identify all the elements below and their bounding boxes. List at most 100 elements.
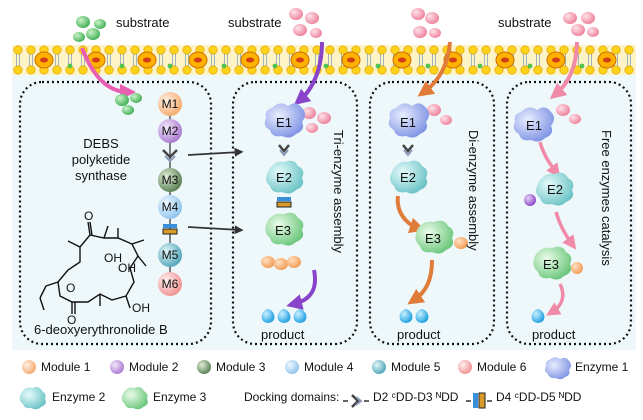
compare-arrow-2 xyxy=(187,225,244,235)
di-arrow-2 xyxy=(407,259,434,305)
tri-enzyme-e1: E1 xyxy=(264,103,305,138)
lipid-head xyxy=(364,65,374,75)
lipid-tail xyxy=(367,60,371,66)
substrate-label-3: substrate xyxy=(498,15,551,30)
lipid-tail xyxy=(588,60,592,66)
membrane-particle xyxy=(375,63,381,69)
structure-o-ring: O xyxy=(66,281,75,295)
module-m4: M4 xyxy=(158,195,182,219)
lipid-tail xyxy=(523,54,527,60)
lipid-head xyxy=(156,45,166,55)
free-enzyme-e2: E2 xyxy=(536,172,574,206)
membrane-particle xyxy=(579,63,585,69)
tri-product-arrow xyxy=(286,269,317,310)
tri-docking-d2-d3 xyxy=(278,144,290,157)
free-enzyme-e3: E3 xyxy=(533,246,572,280)
import-arrow-4 xyxy=(549,41,579,100)
svg-text:M1: M1 xyxy=(162,97,179,111)
lipid-tail xyxy=(55,54,59,60)
legend-module-4: Module 4 xyxy=(285,360,354,374)
membrane-particle xyxy=(119,63,125,69)
lipid-head xyxy=(559,45,569,55)
debs-label-line3: synthase xyxy=(75,168,127,183)
tri-enzyme-panel xyxy=(231,80,359,346)
svg-text:E1: E1 xyxy=(276,115,292,130)
lipid-tail xyxy=(237,54,241,60)
membrane-particle xyxy=(477,63,483,69)
tri-intermediates xyxy=(261,256,301,270)
transporter-core xyxy=(501,57,509,63)
lipid-head xyxy=(286,65,296,75)
legend-dock-d2-d3-icon xyxy=(343,394,369,408)
lipid-head xyxy=(13,45,23,55)
di-product-label: product xyxy=(397,327,441,342)
debs-panel xyxy=(18,80,213,346)
lipid-tail xyxy=(29,60,33,66)
lipid-head xyxy=(182,65,192,75)
structure-oh-3: OH xyxy=(132,301,150,315)
intracellular-green xyxy=(115,93,142,115)
final-product-label: 6-deoxyerythronolide B xyxy=(34,322,168,337)
lipid-head xyxy=(520,45,530,55)
lipid-head xyxy=(338,45,348,55)
di-intermediate xyxy=(454,237,468,249)
lipid-tail xyxy=(536,60,540,66)
tri-product-label: product xyxy=(261,327,305,342)
membrane-particle xyxy=(527,63,533,69)
transporter-core xyxy=(603,57,611,63)
legend-module-2: Module 2 xyxy=(110,360,179,374)
lipid-tail xyxy=(172,60,176,66)
lipid-tail xyxy=(588,54,592,60)
svg-text:M2: M2 xyxy=(162,124,179,138)
transporter-core xyxy=(194,57,202,63)
di-enzyme-e3: E3 xyxy=(415,220,454,254)
structure-oh-1: OH xyxy=(104,251,122,265)
lipid-tail xyxy=(484,60,488,66)
svg-text:E1: E1 xyxy=(400,115,416,130)
lipid-head xyxy=(429,45,439,55)
lipid-tail xyxy=(432,54,436,60)
lipid-tail xyxy=(419,54,423,60)
svg-text:Enzyme 1: Enzyme 1 xyxy=(575,360,629,374)
legend-enzyme-3: Enzyme 3 xyxy=(121,387,207,410)
lipid-head xyxy=(559,65,569,75)
lipid-tail xyxy=(627,60,631,66)
membrane-particle xyxy=(221,63,227,69)
lipid-tail xyxy=(211,60,215,66)
transporter-core xyxy=(347,57,355,63)
svg-text:E1: E1 xyxy=(526,118,542,133)
svg-text:Enzyme 2: Enzyme 2 xyxy=(52,390,106,404)
tri-docking-d4-d5 xyxy=(276,197,292,208)
cell-membrane xyxy=(12,45,636,75)
lipid-tail xyxy=(133,54,137,60)
lipid-head xyxy=(234,45,244,55)
lipid-head xyxy=(481,45,491,55)
transporter-core xyxy=(92,57,100,63)
lipid-tail xyxy=(276,54,280,60)
free-arrow-2 xyxy=(554,211,577,250)
free-enzymes-catalysis-label: Free enzymes catalysis xyxy=(599,130,614,266)
lipid-tail xyxy=(471,60,475,66)
svg-text:Module 3: Module 3 xyxy=(216,360,266,374)
lipid-tail xyxy=(107,60,111,66)
di-enzyme-e2: E2 xyxy=(390,160,428,194)
di-enzyme-e1: E1 xyxy=(388,103,429,138)
lipid-head xyxy=(221,45,231,55)
svg-text:E2: E2 xyxy=(400,170,416,185)
legend-module-3: Module 3 xyxy=(197,360,266,374)
substrate-label-1: substrate xyxy=(116,15,169,30)
debs-label-line2: polyketide xyxy=(72,152,131,167)
lipid-head xyxy=(169,65,179,75)
lipid-tail xyxy=(29,54,33,60)
lipid-head xyxy=(260,65,270,75)
lipid-head xyxy=(533,65,543,75)
di-docking-d2-d3 xyxy=(402,144,414,157)
svg-text:M3: M3 xyxy=(162,173,179,187)
lipid-head xyxy=(481,65,491,75)
transporter-core xyxy=(246,57,254,63)
lipid-head xyxy=(52,45,62,55)
lipid-tail xyxy=(120,54,124,60)
membrane-particle xyxy=(67,63,73,69)
lipid-tail xyxy=(536,54,540,60)
